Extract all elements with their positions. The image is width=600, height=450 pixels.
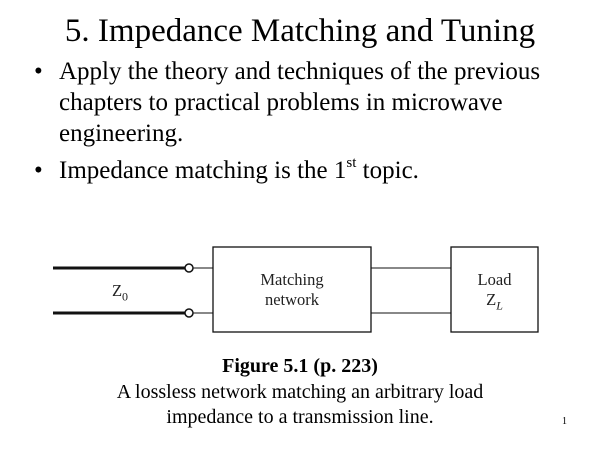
bullet-list: • Apply the theory and techniques of the… xyxy=(33,56,553,192)
load-box xyxy=(450,246,539,333)
z-symbol: Z xyxy=(111,281,123,300)
figure-caption-title: Figure 5.1 (p. 223) xyxy=(222,355,378,377)
terminal-top-icon xyxy=(184,263,194,273)
bullet-text-main: Impedance matching is the 1 xyxy=(59,157,347,184)
line-impedance-label: Z0 xyxy=(95,281,145,306)
z-symbol: Z xyxy=(486,290,497,309)
bullet-text-tail: topic. xyxy=(356,157,419,184)
terminal-bottom-icon xyxy=(184,308,194,318)
matching-label-line1: Matching xyxy=(260,270,324,289)
bullet-item: • Apply the theory and techniques of the… xyxy=(33,56,553,149)
matching-network-label: Matching network xyxy=(213,270,371,310)
figure-caption-line1: A lossless network matching an arbitrary… xyxy=(116,381,484,403)
matching-label-line2: network xyxy=(264,290,320,309)
superscript: st xyxy=(346,154,357,171)
figure-caption-line2: impedance to a transmission line. xyxy=(166,406,434,428)
bullet-text: Impedance matching is the 1st topic. xyxy=(59,154,419,184)
page-number: 1 xyxy=(562,416,567,427)
bullet-item: • Impedance matching is the 1st topic. xyxy=(33,155,553,186)
z-subscript: L xyxy=(496,298,503,313)
z-subscript: 0 xyxy=(122,289,129,304)
load-impedance: ZL xyxy=(451,290,538,315)
bullet-text: Apply the theory and techniques of the p… xyxy=(59,58,541,147)
load-label-line1: Load xyxy=(477,270,512,289)
load-label: Load ZL xyxy=(451,270,538,315)
slide-title: 5. Impedance Matching and Tuning xyxy=(64,13,536,49)
bullet-icon: • xyxy=(34,157,43,184)
matching-network-box xyxy=(212,246,372,333)
bullet-icon: • xyxy=(34,58,43,85)
